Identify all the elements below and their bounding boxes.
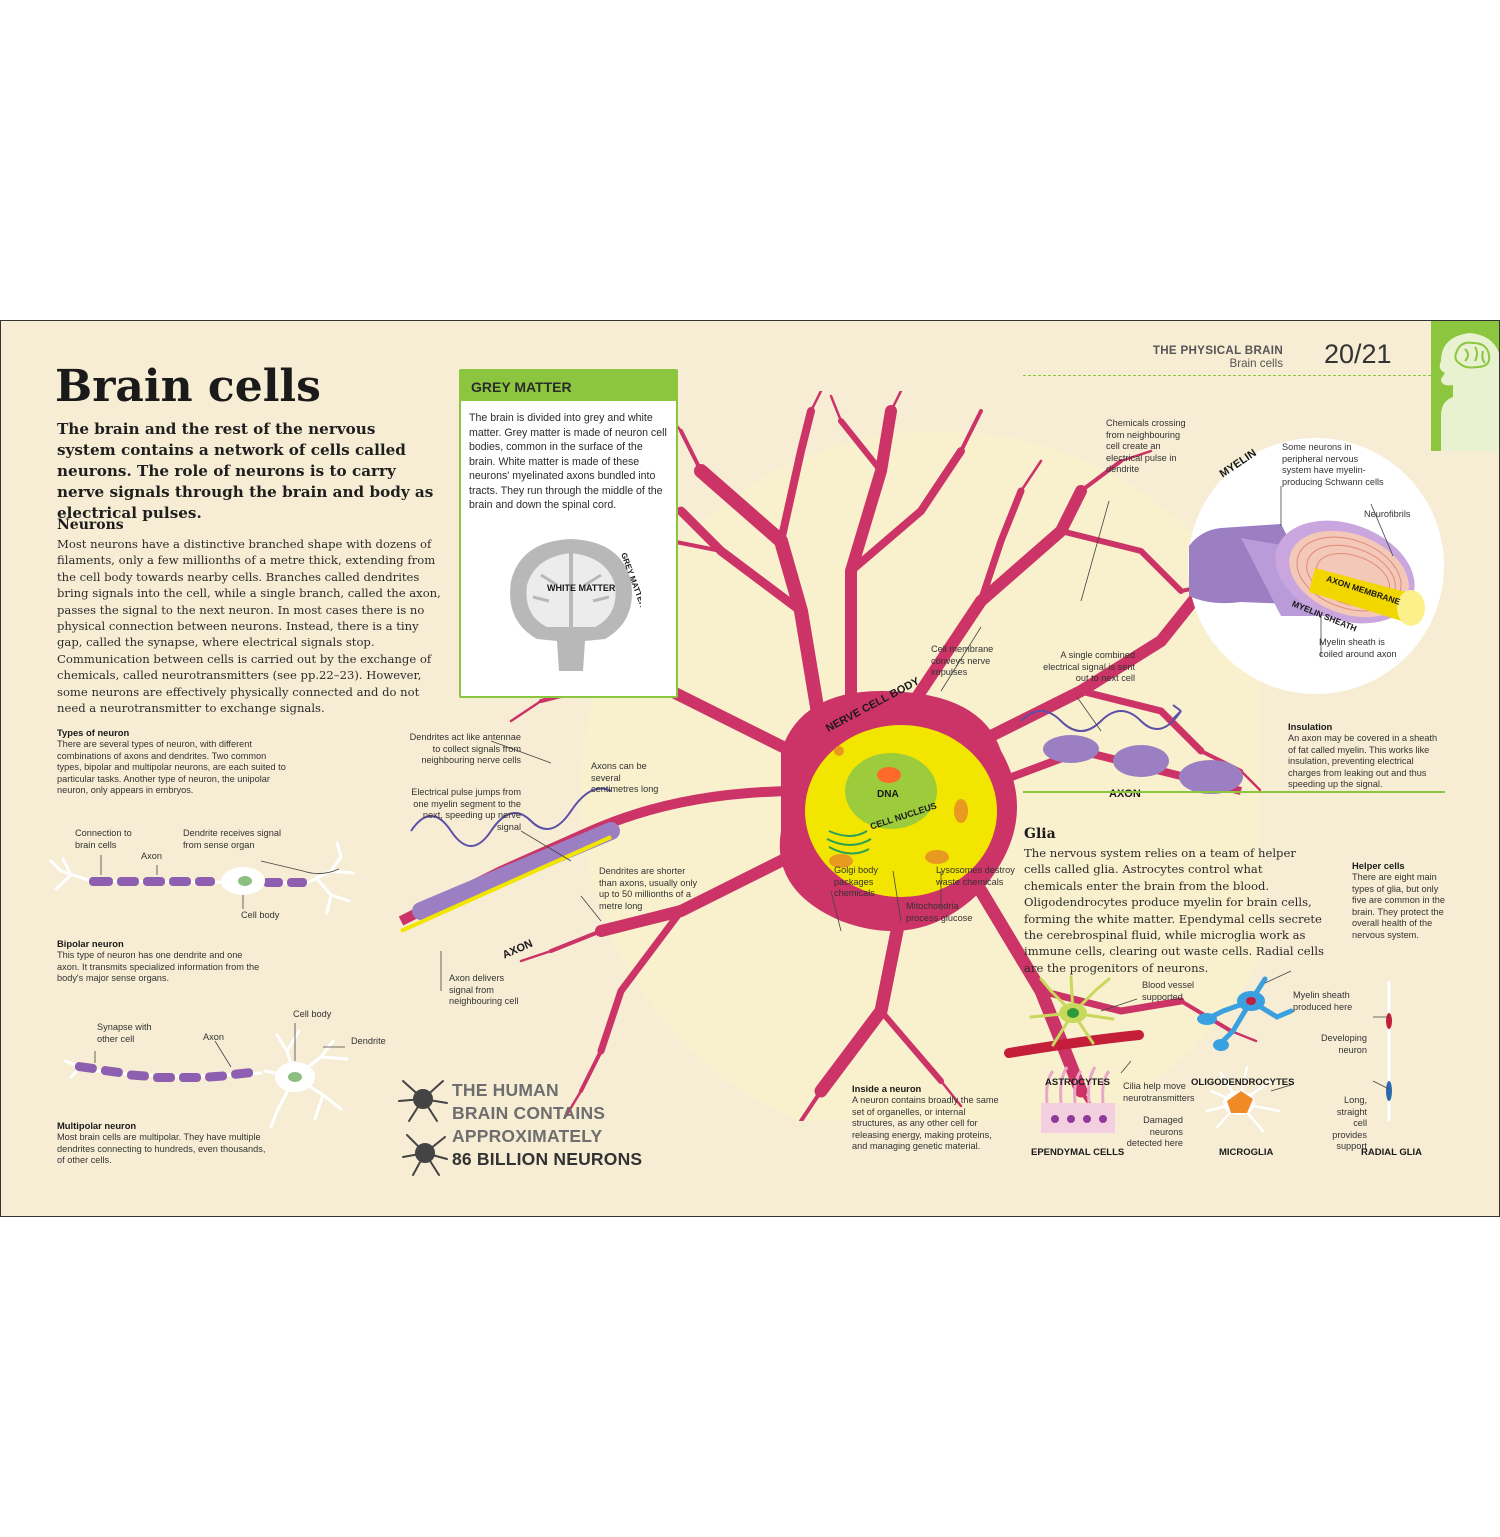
note-chemicals-crossing: Chemicals crossing from neighbouring cel… — [1106, 418, 1186, 474]
note-dendrites-shorter: Dendrites are shorter than axons, usuall… — [599, 866, 698, 911]
types-text: There are several types of neuron, with … — [57, 739, 286, 795]
fact-line-2: BRAIN CONTAINS — [452, 1103, 606, 1123]
neuron-icon — [402, 1134, 448, 1176]
oligodendrocyte-cell — [1197, 976, 1294, 1051]
glia-text: The nervous system relies on a team of h… — [1024, 846, 1324, 975]
glia-heading: Glia — [1024, 826, 1056, 842]
helper-text: There are eight main types of glia, but … — [1352, 872, 1445, 940]
insulation-heading: Insulation — [1288, 721, 1333, 732]
note-golgi: Golgi body packages chemicals — [834, 865, 878, 898]
glia-illustrations: ASTROCYTES OLIGODENDROCYTES EPENDYMAL CE… — [1004, 970, 1422, 1158]
note-myelin-produced: Myelin sheath produced here — [1293, 990, 1353, 1012]
note-pulse-jumps: Electrical pulse jumps from one myelin s… — [411, 787, 521, 832]
neuron-diagram: NERVE CELL BODY DNA CELL NUCLEUS AXON AX… — [398, 391, 1261, 1121]
myelin-detail: MYELIN AXON MEMBRANE MYELIN SHEATH — [1188, 438, 1444, 694]
header-divider — [1023, 375, 1441, 376]
bipolar-dendrite-label: Dendrite receives signal from sense orga… — [183, 828, 282, 850]
bipolar-connection-label: Connection to brain cells — [75, 828, 132, 850]
fact-line-4: 86 BILLION NEURONS — [452, 1149, 643, 1169]
ependymal-label: EPENDYMAL CELLS — [1031, 1147, 1124, 1158]
ependymal-cell — [1041, 1066, 1115, 1133]
axon-right-label: AXON — [1109, 788, 1141, 800]
grey-matter-box: GREY MATTER The brain is divided into gr… — [459, 369, 678, 698]
grey-matter-text: The brain is divided into grey and white… — [469, 412, 667, 511]
note-mitochondria: Mitochondria process glucose — [906, 901, 973, 923]
fact-line-3: APPROXIMATELY — [452, 1126, 603, 1146]
microglia-label: MICROGLIA — [1219, 1147, 1273, 1158]
astrocytes-label: ASTROCYTES — [1045, 1077, 1110, 1088]
multipolar-cellbody-label: Cell body — [293, 1009, 332, 1019]
bipolar-heading: Bipolar neuron — [57, 938, 124, 949]
bipolar-axon-label: Axon — [141, 851, 162, 861]
note-axons-long: Axons can be several centimetres long — [591, 761, 659, 794]
neuron-icon — [398, 1080, 448, 1122]
multipolar-heading: Multipolar neuron — [57, 1120, 137, 1131]
running-header: THE PHYSICAL BRAIN Brain cells — [1153, 344, 1283, 370]
inside-neuron-heading: Inside a neuron — [852, 1083, 922, 1094]
dna-label: DNA — [877, 789, 899, 800]
neurons-text: Most neurons have a distinctive branched… — [57, 537, 441, 716]
subsection-title: Brain cells — [1229, 357, 1283, 370]
page-title: Brain cells — [55, 361, 321, 412]
oligodendrocytes-label: OLIGODENDROCYTES — [1191, 1077, 1294, 1088]
neuron-icons — [398, 1080, 448, 1176]
multipolar-dendrite-label: Dendrite — [351, 1036, 386, 1046]
note-neurofibrils: Neurofibrils — [1364, 509, 1411, 519]
section-title: THE PHYSICAL BRAIN — [1152, 344, 1283, 357]
book-spread: THE PHYSICAL BRAIN Brain cells 20/21 Bra… — [0, 320, 1500, 1217]
radial-glia-label: RADIAL GLIA — [1361, 1147, 1422, 1158]
neuron-fact: THE HUMAN BRAIN CONTAINS APPROXIMATELY 8… — [452, 1079, 642, 1171]
insulation-text: An axon may be covered in a sheath of fa… — [1288, 733, 1438, 789]
astrocyte-cell — [1004, 975, 1144, 1058]
bipolar-cellbody-label: Cell body — [241, 910, 280, 920]
note-cilia: Cilia help move neurotransmitters — [1123, 1081, 1195, 1103]
page-numbers: 20/21 — [1324, 339, 1392, 369]
note-developing: Developing neuron — [1321, 1033, 1367, 1055]
intro-text: The brain and the rest of the nervous sy… — [57, 420, 434, 522]
note-damaged: Damaged neurons detected here — [1126, 1115, 1183, 1148]
microglia-cell — [1205, 1065, 1281, 1133]
radial-glia-cell — [1386, 981, 1392, 1121]
head-icon-tab — [1431, 321, 1499, 451]
multipolar-text: Most brain cells are multipolar. They ha… — [57, 1132, 266, 1165]
note-long-cell: Long, straight cell provides support — [1332, 1095, 1367, 1151]
grey-matter-heading: GREY MATTER — [461, 371, 676, 401]
brain-section-image: WHITE MATTER GREY MATTER — [510, 539, 641, 671]
note-dendrites-antennae: Dendrites act like antennae to collect s… — [409, 732, 521, 765]
inside-neuron-text: A neuron contains broadly the same set o… — [852, 1095, 999, 1151]
note-coiled: Myelin sheath is coiled around axon — [1319, 637, 1397, 659]
note-blood-vessel: Blood vessel supported — [1142, 980, 1195, 1002]
bipolar-neuron-diagram — [49, 841, 355, 915]
white-matter-label: WHITE MATTER — [547, 583, 616, 593]
note-peripheral: Some neurons in peripheral nervous syste… — [1282, 442, 1384, 487]
multipolar-axon-label: Axon — [203, 1032, 224, 1042]
note-membrane: Cell membrane conveys nerve impulses — [931, 644, 994, 677]
note-lysosomes: Lysosomes destroy waste chemicals — [936, 865, 1015, 887]
bipolar-text: This type of neuron has one dendrite and… — [57, 950, 260, 983]
brain-icon — [1454, 341, 1491, 369]
multipolar-synapse-label: Synapse with other cell — [97, 1022, 152, 1044]
types-heading: Types of neuron — [57, 727, 130, 738]
helper-heading: Helper cells — [1352, 860, 1405, 871]
fact-line-1: THE HUMAN — [452, 1080, 559, 1100]
note-combined-signal: A single combined electrical signal is s… — [1043, 650, 1135, 683]
glia-divider — [1023, 791, 1445, 793]
multipolar-neuron-diagram — [63, 1023, 349, 1129]
note-axon-delivers: Axon delivers signal from neighbouring c… — [449, 973, 519, 1006]
neurons-heading: Neurons — [57, 517, 124, 533]
